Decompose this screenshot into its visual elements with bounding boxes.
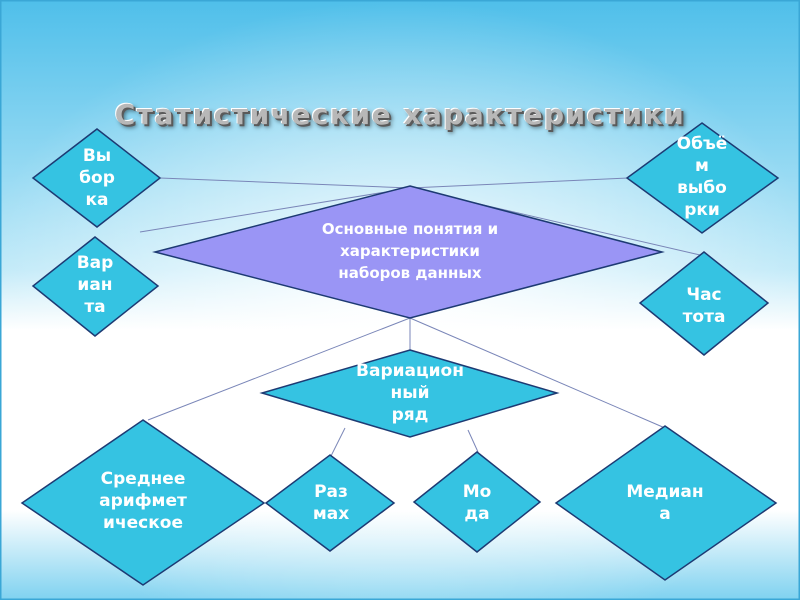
label-mean: Среднее арифмет ическое: [99, 469, 187, 533]
connectors: [139, 177, 701, 459]
node-variation-series: [259, 349, 560, 438]
node-mode: [412, 451, 542, 553]
node-range: [264, 454, 396, 552]
label-mode: Мо да: [462, 482, 492, 524]
label-range: Раз мах: [312, 482, 350, 524]
slide-title: Статистические характеристики: [114, 98, 686, 131]
node-mean: [20, 419, 266, 586]
connector-central-mean: [147, 317, 411, 421]
connector-central-varianta: [139, 187, 411, 233]
node-central: [152, 185, 665, 319]
connector-central-median: [409, 317, 666, 429]
connector-central-vyborka: [159, 177, 411, 189]
label-central: Основные понятия и характеристики наборо…: [321, 220, 499, 282]
label-variation-series: Вариацион ный ряд: [356, 361, 464, 425]
connector-series-mode: [467, 429, 479, 453]
node-median: [554, 425, 778, 581]
node-varianta: [31, 236, 160, 337]
connector-central-obem: [409, 177, 629, 189]
node-chastota: [638, 251, 770, 356]
label-vyborka: Вы бор ка: [79, 146, 115, 210]
label-obem-vyborki: Объё м выбо рки: [676, 134, 728, 220]
connector-series-range: [329, 427, 346, 459]
node-obem-vyborki: [625, 122, 780, 234]
label-chastota: Час тота: [682, 285, 726, 327]
node-vyborka: [31, 128, 162, 228]
label-varianta: Вар иан та: [76, 253, 114, 317]
label-median: Медиан а: [626, 482, 704, 524]
